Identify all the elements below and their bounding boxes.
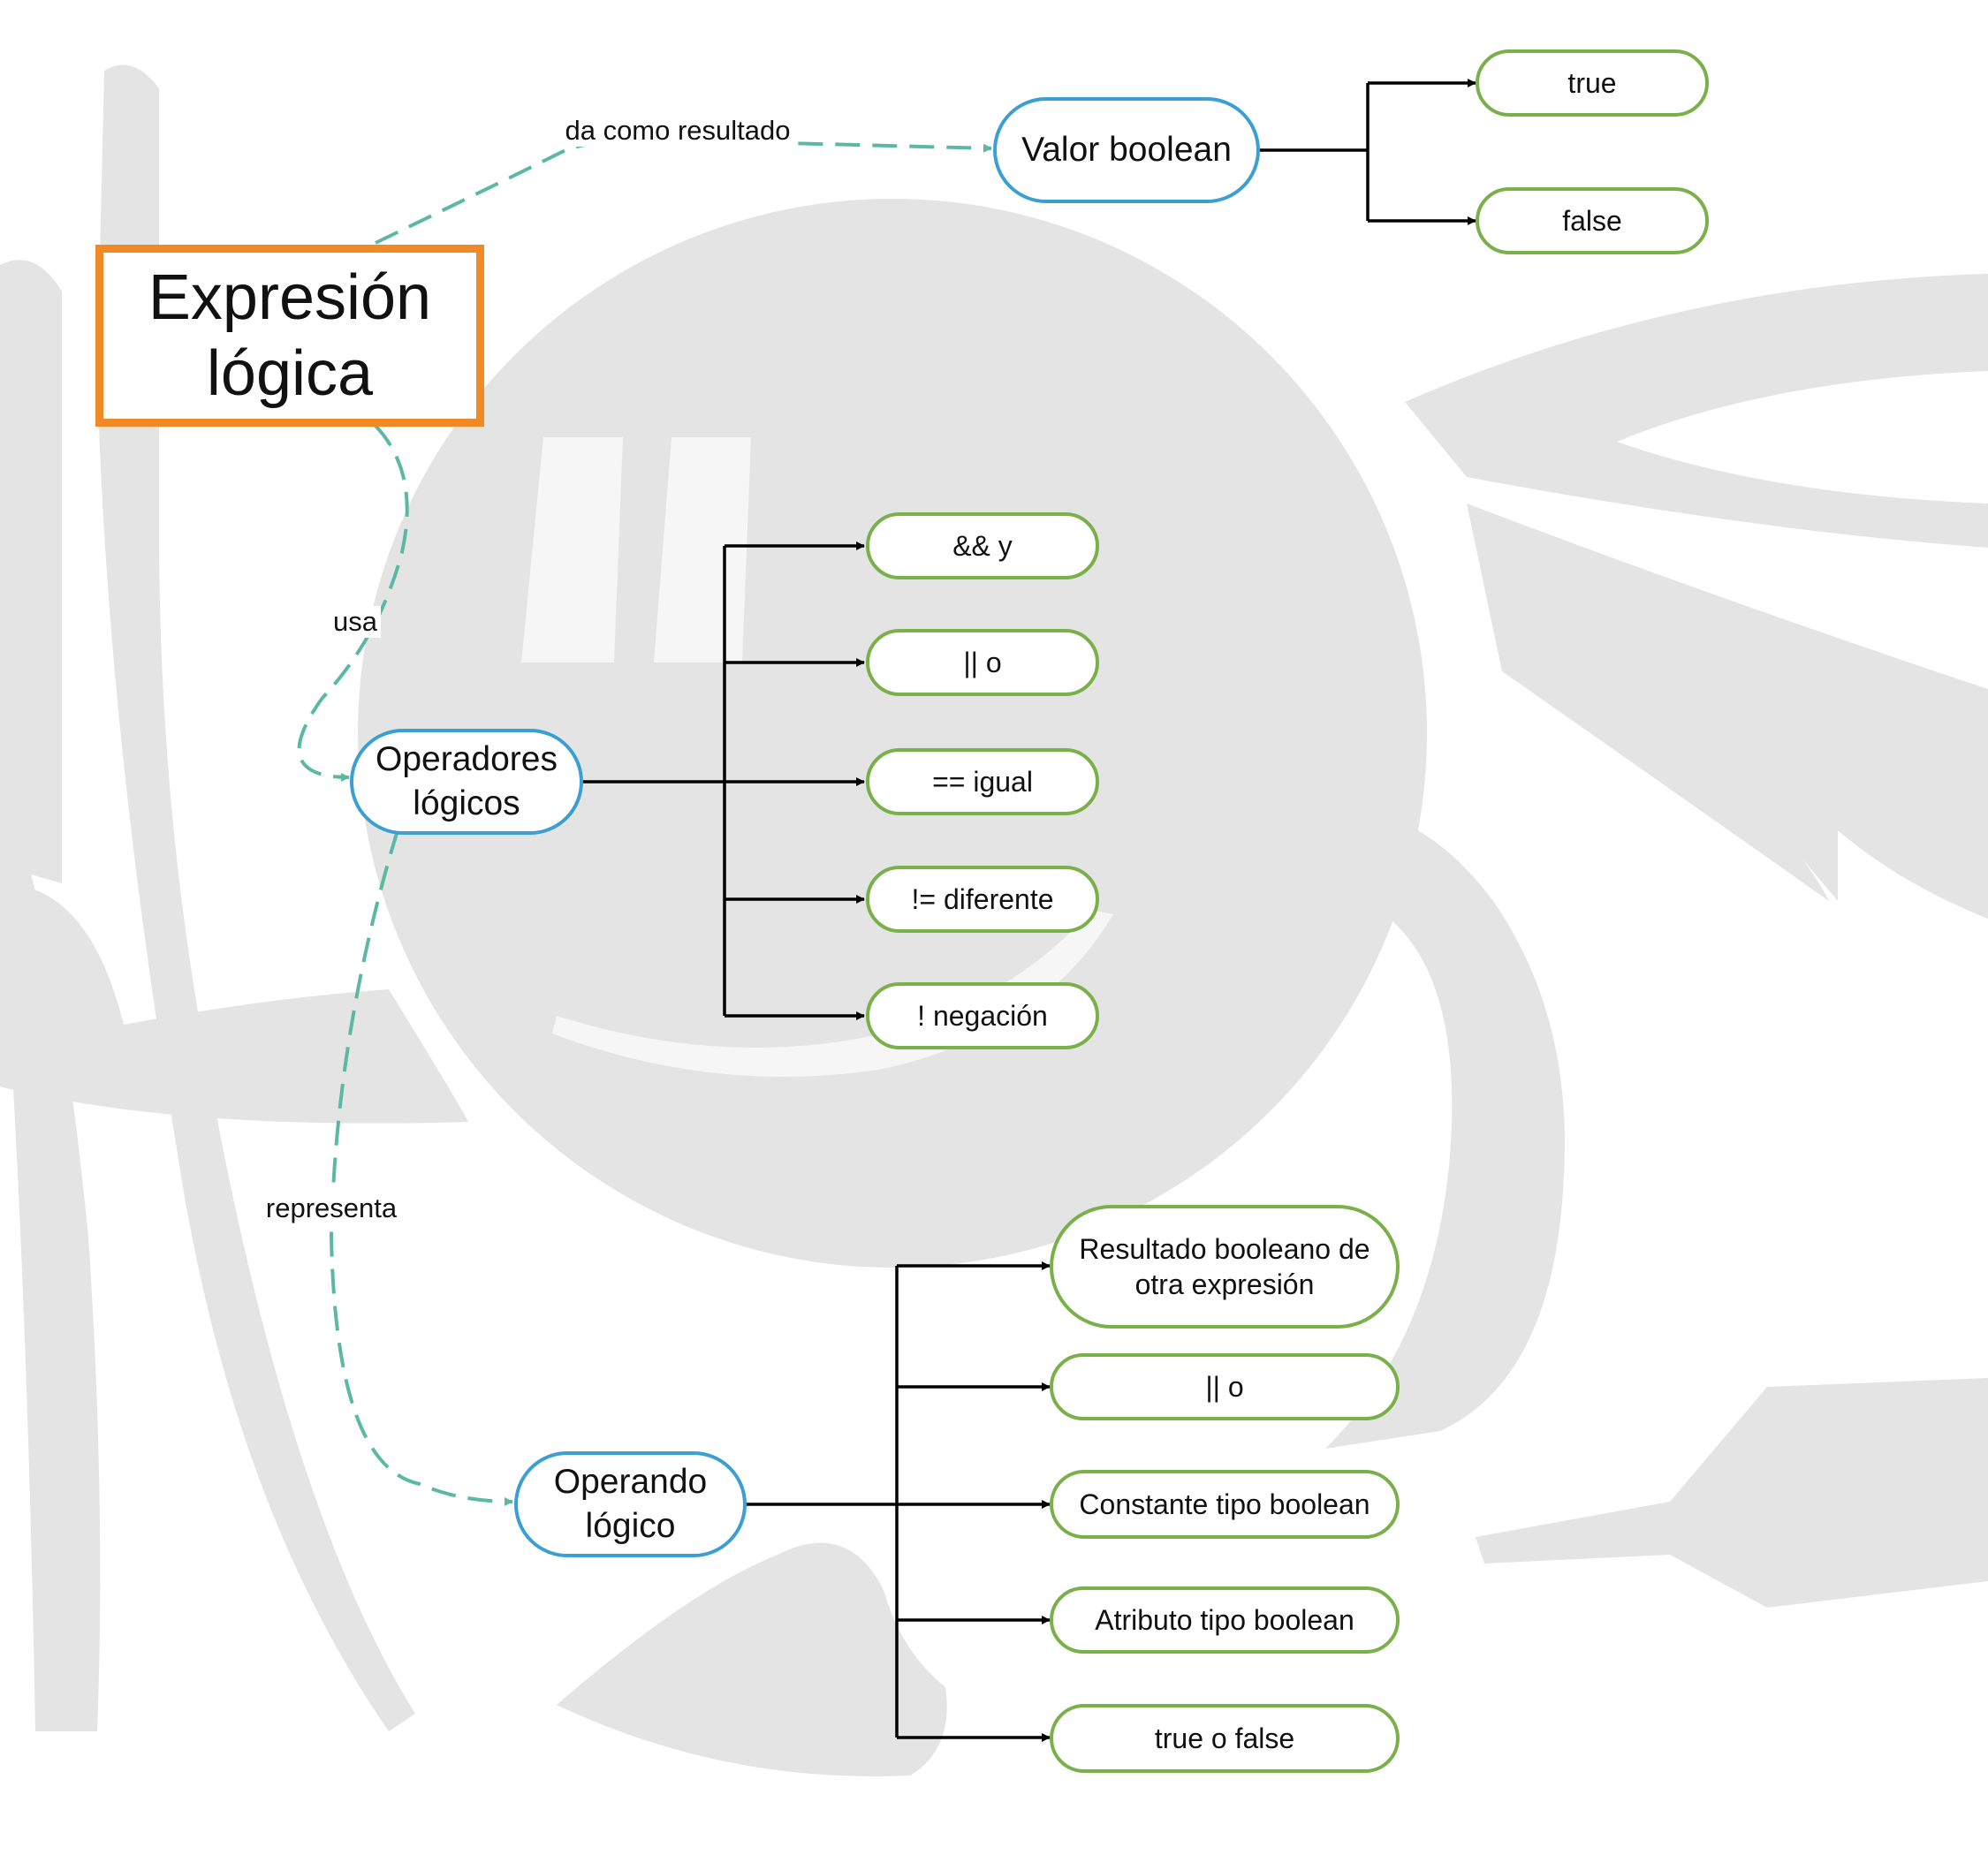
leaf-node-false[interactable]: false [1476,187,1709,254]
leaf-node-or-operando[interactable]: || o [1050,1353,1400,1420]
leaf-node-and[interactable]: && y [866,512,1099,579]
edge-label-usa: usa [330,606,381,638]
leaf-node-or[interactable]: || o [866,629,1099,696]
leaf-node-true-o-false[interactable]: true o false [1050,1704,1400,1773]
edge-label-da-como-resultado: da como resultado [561,115,794,147]
edge-operando-trunk [747,1266,899,1738]
watermark-leaf-top [1405,274,1988,548]
edge-usa [297,424,409,782]
watermark-hook [1263,810,1565,1449]
edge-valor-trunk [1260,83,1370,221]
edge-representa [329,829,513,1506]
leaf-node-constante-boolean[interactable]: Constante tipo boolean [1050,1470,1400,1539]
watermark-quote-2 [654,437,751,662]
watermark-stem-left [0,260,62,883]
watermark-arrow [1476,1378,1988,1608]
edge-da-como-resultado [375,136,992,245]
leaf-node-igual[interactable]: == igual [866,748,1099,815]
watermark-leaf-mid [1467,504,1988,919]
edge-label-representa: representa [262,1192,401,1224]
leaf-node-atributo-boolean[interactable]: Atributo tipo boolean [1050,1586,1400,1654]
concept-node-operando-logico[interactable]: Operando lógico [514,1451,747,1557]
concept-node-operadores-logicos[interactable]: Operadores lógicos [350,729,583,835]
concept-node-valor-boolean[interactable]: Valor boolean [993,97,1260,203]
leaf-node-diferente[interactable]: != diferente [866,866,1099,933]
watermark-heart [557,1542,947,1776]
watermark-circle [358,199,1427,1268]
root-node-expresion-logica[interactable]: Expresión lógica [95,245,484,427]
leaf-node-negacion[interactable]: ! negación [866,982,1099,1049]
watermark-crescent [0,883,468,1124]
edge-operadores-trunk [583,546,726,1016]
watermark-quote-1 [521,437,623,662]
watermark-vine [97,64,415,1731]
leaf-node-true[interactable]: true [1476,49,1709,117]
leaf-node-resultado-booleano[interactable]: Resultado booleano de otra expresión [1050,1205,1400,1329]
